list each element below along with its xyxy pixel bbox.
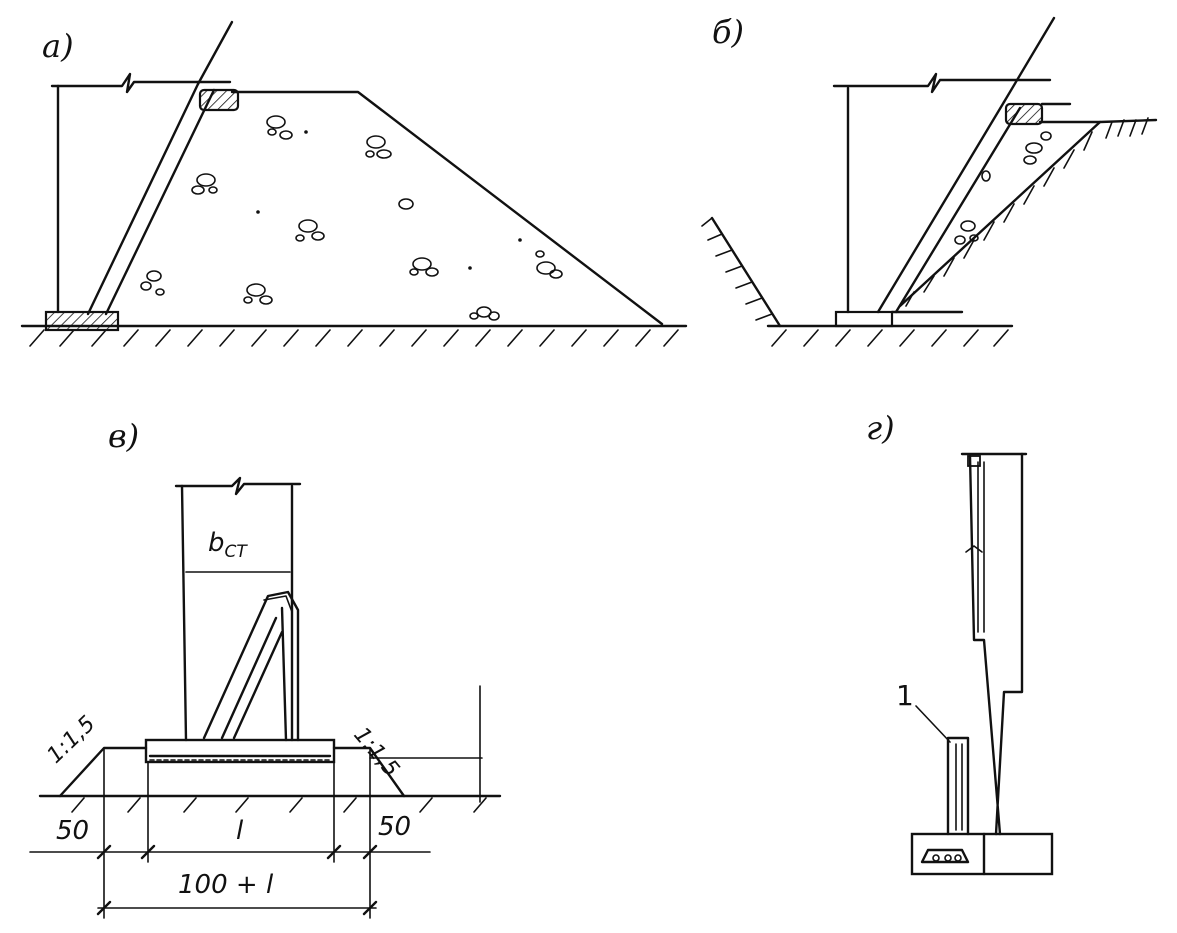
backfill-top bbox=[1038, 118, 1158, 124]
panel-a-label: а) bbox=[42, 27, 74, 65]
callout-leader bbox=[915, 705, 951, 743]
base-block bbox=[44, 310, 120, 332]
base-block bbox=[834, 310, 894, 328]
panel-a-drawing bbox=[20, 20, 688, 347]
dimension-right-label: 50 bbox=[378, 812, 412, 842]
strut-extension bbox=[196, 20, 234, 86]
earth-fill-outline bbox=[230, 90, 664, 326]
break-line bbox=[174, 476, 302, 496]
top-block bbox=[198, 88, 240, 112]
strut-frame-outline bbox=[202, 590, 300, 742]
wall-inner-lines bbox=[977, 461, 985, 633]
panel-b-label: б) bbox=[712, 13, 745, 51]
anchor-bolt bbox=[944, 854, 952, 862]
ground-hatching bbox=[771, 329, 1009, 347]
dimension-left-label: 50 bbox=[56, 816, 90, 846]
shoring-board bbox=[946, 736, 970, 836]
inclined-strut bbox=[86, 82, 216, 316]
panel-g-drawing bbox=[910, 452, 1054, 876]
base-anchor bbox=[920, 848, 970, 864]
top-stop bbox=[967, 455, 981, 467]
callout-number: 1 bbox=[896, 679, 914, 712]
shoring-board-inner bbox=[955, 743, 963, 831]
strut-frame-members bbox=[220, 606, 288, 742]
wall-width-symbol: b bbox=[208, 528, 225, 558]
mid-mark bbox=[965, 545, 983, 553]
panel-b-drawing bbox=[701, 16, 1158, 347]
fill-dots bbox=[256, 130, 522, 270]
top-block bbox=[1004, 102, 1044, 126]
panel-g-label: г) bbox=[866, 409, 895, 447]
wall-edges bbox=[180, 484, 294, 742]
panel-v-label: в) bbox=[108, 417, 140, 455]
ground-hatching bbox=[71, 797, 487, 813]
dimension-total-label: 100 + l bbox=[178, 870, 274, 900]
anchor-bolt bbox=[954, 854, 962, 862]
base-block bbox=[910, 832, 1054, 876]
excavation-slope bbox=[898, 120, 1102, 308]
strut-frame-head bbox=[263, 595, 293, 613]
strut-extension bbox=[1002, 16, 1056, 104]
dimension-mid-label: l bbox=[236, 816, 244, 846]
fill-stones bbox=[140, 115, 563, 321]
trench-slope bbox=[710, 216, 782, 328]
excavation-slope-hatching bbox=[905, 117, 1149, 307]
dimension-lines bbox=[29, 747, 431, 919]
break-line bbox=[50, 72, 232, 94]
wall-width-subscript: СТ bbox=[224, 542, 247, 563]
ground-hatching bbox=[29, 329, 679, 347]
inclined-strut bbox=[876, 100, 1022, 314]
trench-slope-hatching bbox=[701, 217, 773, 321]
sill-beam bbox=[144, 738, 336, 764]
anchor-bolt bbox=[932, 854, 940, 862]
dimension-ticks bbox=[96, 844, 378, 916]
break-line bbox=[832, 72, 1052, 94]
wall-width-label: bСТ bbox=[208, 530, 247, 561]
fill-stones bbox=[954, 131, 1052, 245]
panel-v-drawing bbox=[29, 476, 502, 919]
